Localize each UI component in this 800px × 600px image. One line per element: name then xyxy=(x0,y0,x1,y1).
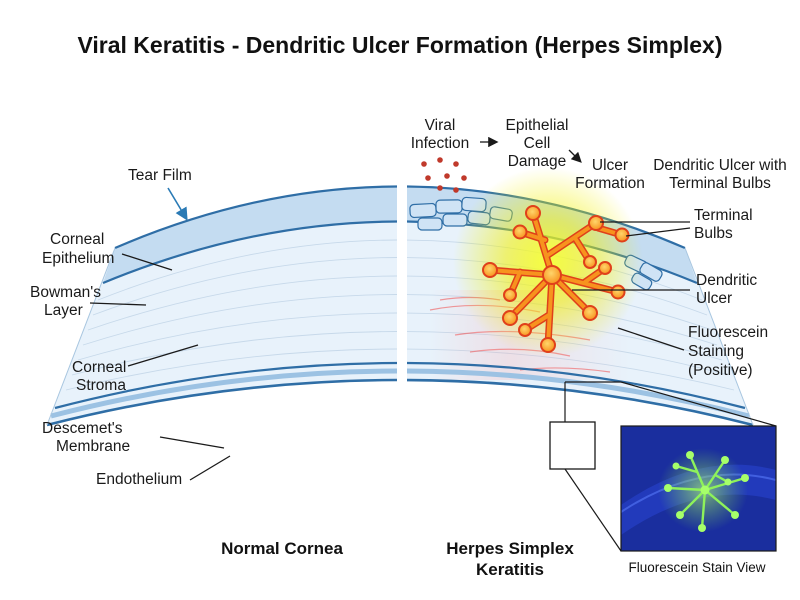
label-epithelial-cell-damage: Epithelial Cell Damage xyxy=(506,117,582,170)
label-bowmans-layer: Bowman's Layer xyxy=(30,284,147,319)
bowmans-line xyxy=(102,220,397,285)
tear-film-line xyxy=(114,185,397,250)
zoom-region-box xyxy=(549,381,777,552)
svg-text:Corneal: Corneal xyxy=(72,359,126,376)
label-tear-film: Tear Film xyxy=(128,167,192,221)
svg-text:Corneal: Corneal xyxy=(50,231,104,248)
svg-text:Stroma: Stroma xyxy=(76,377,126,394)
normal-cornea-caption: Normal Cornea xyxy=(221,539,343,558)
virus-particles xyxy=(421,157,467,193)
svg-text:Ulcer: Ulcer xyxy=(696,290,732,307)
svg-text:Terminal Bulbs: Terminal Bulbs xyxy=(669,175,771,192)
label-terminal-bulbs: Terminal Bulbs xyxy=(600,207,753,242)
svg-text:Ulcer: Ulcer xyxy=(592,157,628,174)
svg-text:Terminal: Terminal xyxy=(694,207,753,224)
svg-text:Bulbs: Bulbs xyxy=(694,225,733,242)
svg-text:(Positive): (Positive) xyxy=(688,362,753,379)
dendritic-ulcer xyxy=(482,205,630,353)
svg-text:Fluorescein: Fluorescein xyxy=(688,324,768,341)
svg-text:Damage: Damage xyxy=(508,153,567,170)
svg-text:Descemet's: Descemet's xyxy=(42,420,123,437)
fluorescein-stain-inset xyxy=(620,425,777,552)
svg-text:Formation: Formation xyxy=(575,175,645,192)
herpes-keratitis-caption-line1: Herpes Simplex xyxy=(446,539,574,558)
inset-caption: Fluorescein Stain View xyxy=(628,560,765,575)
svg-text:Epithelial: Epithelial xyxy=(506,117,569,134)
svg-text:Dendritic: Dendritic xyxy=(696,272,757,289)
label-viral-infection: Viral Infection xyxy=(411,117,499,152)
descemets-line xyxy=(54,361,397,410)
svg-text:Infection: Infection xyxy=(411,135,470,152)
svg-text:Bowman's: Bowman's xyxy=(30,284,101,301)
label-dendritic-ulcer-terminal-bulbs: Dendritic Ulcer with Terminal Bulbs xyxy=(653,157,787,192)
svg-text:Endothelium: Endothelium xyxy=(96,471,182,488)
svg-text:Cell: Cell xyxy=(524,135,551,152)
svg-text:Staining: Staining xyxy=(688,343,744,360)
svg-text:Viral: Viral xyxy=(425,117,456,134)
cornea-left-edge xyxy=(46,247,116,426)
normal-stroma-fibers xyxy=(65,239,397,391)
diagram-title: Viral Keratitis - Dendritic Ulcer Format… xyxy=(77,32,722,58)
label-endothelium: Endothelium xyxy=(96,455,231,488)
label-fluorescein-staining: Fluorescein Staining (Positive) xyxy=(617,324,768,379)
normal-epithelium xyxy=(103,186,397,283)
label-descemets-membrane: Descemet's Membrane xyxy=(42,420,225,455)
herpes-cornea-section xyxy=(407,167,754,427)
svg-text:Membrane: Membrane xyxy=(56,438,130,455)
herpes-keratitis-caption-line2: Keratitis xyxy=(476,560,544,579)
normal-cornea-section xyxy=(46,185,397,427)
svg-text:Layer: Layer xyxy=(44,302,83,319)
label-ulcer-formation: Ulcer Formation xyxy=(575,157,645,192)
svg-text:Epithelium: Epithelium xyxy=(42,250,114,267)
label-corneal-epithelium: Corneal Epithelium xyxy=(42,231,173,271)
label-corneal-stroma: Corneal Stroma xyxy=(72,344,199,394)
svg-text:Tear Film: Tear Film xyxy=(128,167,192,184)
svg-text:Dendritic Ulcer with: Dendritic Ulcer with xyxy=(653,157,787,174)
label-dendritic-ulcer: Dendritic Ulcer xyxy=(572,272,757,307)
endothelium-line xyxy=(46,378,397,427)
